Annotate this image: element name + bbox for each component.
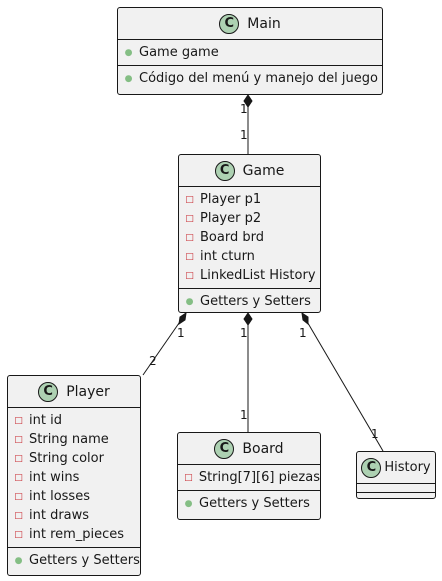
field-text: Player p2 — [200, 211, 262, 226]
class-main-fields: ● Game game — [118, 39, 382, 65]
multiplicity-game-player-source: 1 — [177, 326, 185, 340]
method-text: Getters y Setters — [29, 553, 140, 568]
class-player: C Player □ int id □ String name □ String… — [7, 375, 141, 576]
class-field: □ String color — [14, 449, 140, 468]
class-field: □ int losses — [14, 487, 140, 506]
class-history: C History — [356, 451, 436, 499]
multiplicity-history-end: 1 — [371, 427, 379, 441]
class-board: C Board □ String[7][6] piezas ● Getters … — [177, 432, 321, 520]
field-text: int id — [29, 413, 62, 428]
multiplicity-game-history-source: 1 — [299, 326, 307, 340]
field-text: int rem_pieces — [29, 527, 125, 542]
class-badge-icon: C — [219, 13, 240, 34]
class-field: □ Player p1 — [185, 190, 320, 209]
class-board-fields: □ String[7][6] piezas — [178, 464, 320, 490]
class-game-header: C Game — [179, 155, 320, 186]
field-text: String name — [29, 432, 109, 447]
class-main-header: C Main — [118, 8, 382, 39]
public-visibility-icon: ● — [14, 555, 23, 566]
class-badge-icon: C — [214, 160, 235, 181]
public-visibility-icon: ● — [184, 498, 193, 509]
class-field: □ int draws — [14, 506, 140, 525]
public-visibility-icon: ● — [124, 47, 133, 58]
private-visibility-icon: □ — [185, 251, 194, 262]
private-visibility-icon: □ — [14, 434, 23, 445]
class-history-header: C History — [357, 452, 435, 483]
class-name: History — [384, 460, 431, 475]
class-board-methods: ● Getters y Setters — [178, 490, 320, 516]
private-visibility-icon: □ — [185, 194, 194, 205]
private-visibility-icon: □ — [14, 415, 23, 426]
class-game: C Game □ Player p1 □ Player p2 □ Board b… — [178, 154, 321, 313]
field-text: String[7][6] piezas — [198, 470, 320, 485]
field-text: int cturn — [200, 249, 255, 264]
class-field: □ LinkedList History — [185, 266, 320, 285]
private-visibility-icon: □ — [14, 453, 23, 464]
field-text: int draws — [29, 508, 90, 523]
class-name: Game — [242, 162, 285, 179]
class-field: □ int wins — [14, 468, 140, 487]
field-text: String color — [29, 451, 104, 466]
multiplicity-main-end: 1 — [240, 102, 248, 116]
class-method: ● Getters y Setters — [14, 551, 140, 570]
composition-diamond-game-player — [178, 311, 187, 326]
private-visibility-icon: □ — [14, 529, 23, 540]
class-game-fields: □ Player p1 □ Player p2 □ Board brd □ in… — [179, 186, 320, 288]
class-badge-icon: C — [361, 457, 382, 478]
class-field: □ int rem_pieces — [14, 525, 140, 544]
field-text: int wins — [29, 470, 80, 485]
class-board-header: C Board — [178, 433, 320, 464]
private-visibility-icon: □ — [185, 213, 194, 224]
method-text: Getters y Setters — [199, 496, 310, 511]
field-text: Board brd — [200, 230, 264, 245]
class-field: □ String name — [14, 430, 140, 449]
field-text: Player p1 — [200, 192, 262, 207]
class-field: □ int cturn — [185, 247, 320, 266]
class-badge-icon: C — [38, 381, 59, 402]
class-history-fields — [357, 483, 435, 492]
field-text: int losses — [29, 489, 90, 504]
composition-diamond-game-board — [243, 312, 253, 326]
class-field: □ String[7][6] piezas — [184, 468, 320, 487]
composition-line-game-history — [301, 312, 384, 452]
class-method: ● Código del menú y manejo del juego — [124, 69, 382, 88]
method-text: Getters y Setters — [200, 294, 311, 309]
class-player-methods: ● Getters y Setters — [8, 547, 140, 573]
public-visibility-icon: ● — [185, 296, 194, 307]
class-name: Player — [66, 383, 110, 400]
multiplicity-board-end: 1 — [240, 408, 248, 422]
class-name: Board — [242, 440, 284, 457]
private-visibility-icon: □ — [185, 232, 194, 243]
class-player-header: C Player — [8, 376, 140, 407]
class-field: □ Player p2 — [185, 209, 320, 228]
multiplicity-game-end: 1 — [240, 128, 248, 142]
field-text: LinkedList History — [200, 268, 316, 283]
private-visibility-icon: □ — [185, 270, 194, 281]
multiplicity-game-board-source: 1 — [240, 326, 248, 340]
class-main-methods: ● Código del menú y manejo del juego — [118, 65, 382, 91]
private-visibility-icon: □ — [14, 491, 23, 502]
class-badge-icon: C — [214, 438, 235, 459]
private-visibility-icon: □ — [14, 472, 23, 483]
class-main: C Main ● Game game ● Código del menú y m… — [117, 7, 383, 95]
class-field: □ int id — [14, 411, 140, 430]
class-player-fields: □ int id □ String name □ String color □ … — [8, 407, 140, 547]
class-history-methods — [357, 492, 435, 500]
public-visibility-icon: ● — [124, 73, 133, 84]
method-text: Código del menú y manejo del juego — [139, 71, 378, 86]
class-game-methods: ● Getters y Setters — [179, 288, 320, 314]
private-visibility-icon: □ — [14, 510, 23, 521]
class-field: ● Game game — [124, 43, 382, 62]
class-field: □ Board brd — [185, 228, 320, 247]
field-text: Game game — [139, 45, 219, 60]
composition-diamond-game-history — [301, 311, 309, 326]
composition-diamond-main — [243, 94, 253, 108]
multiplicity-player-end: 2 — [149, 354, 157, 368]
class-name: Main — [247, 15, 281, 32]
class-method: ● Getters y Setters — [185, 292, 320, 311]
private-visibility-icon: □ — [184, 472, 193, 483]
class-method: ● Getters y Setters — [184, 494, 320, 513]
